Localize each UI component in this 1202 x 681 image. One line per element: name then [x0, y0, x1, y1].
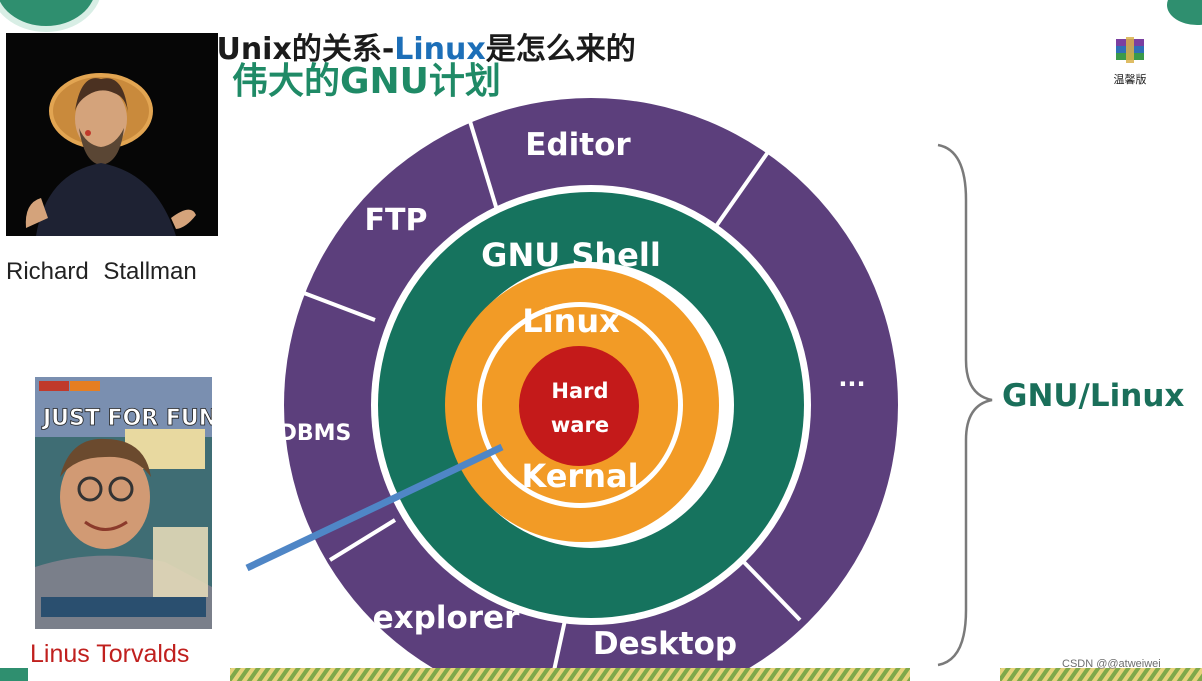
gnu-linux-label: GNU/Linux [1002, 378, 1184, 414]
bottom-decorative-strip [0, 662, 1202, 681]
watermark: CSDN @@atweiwei [1062, 658, 1161, 670]
